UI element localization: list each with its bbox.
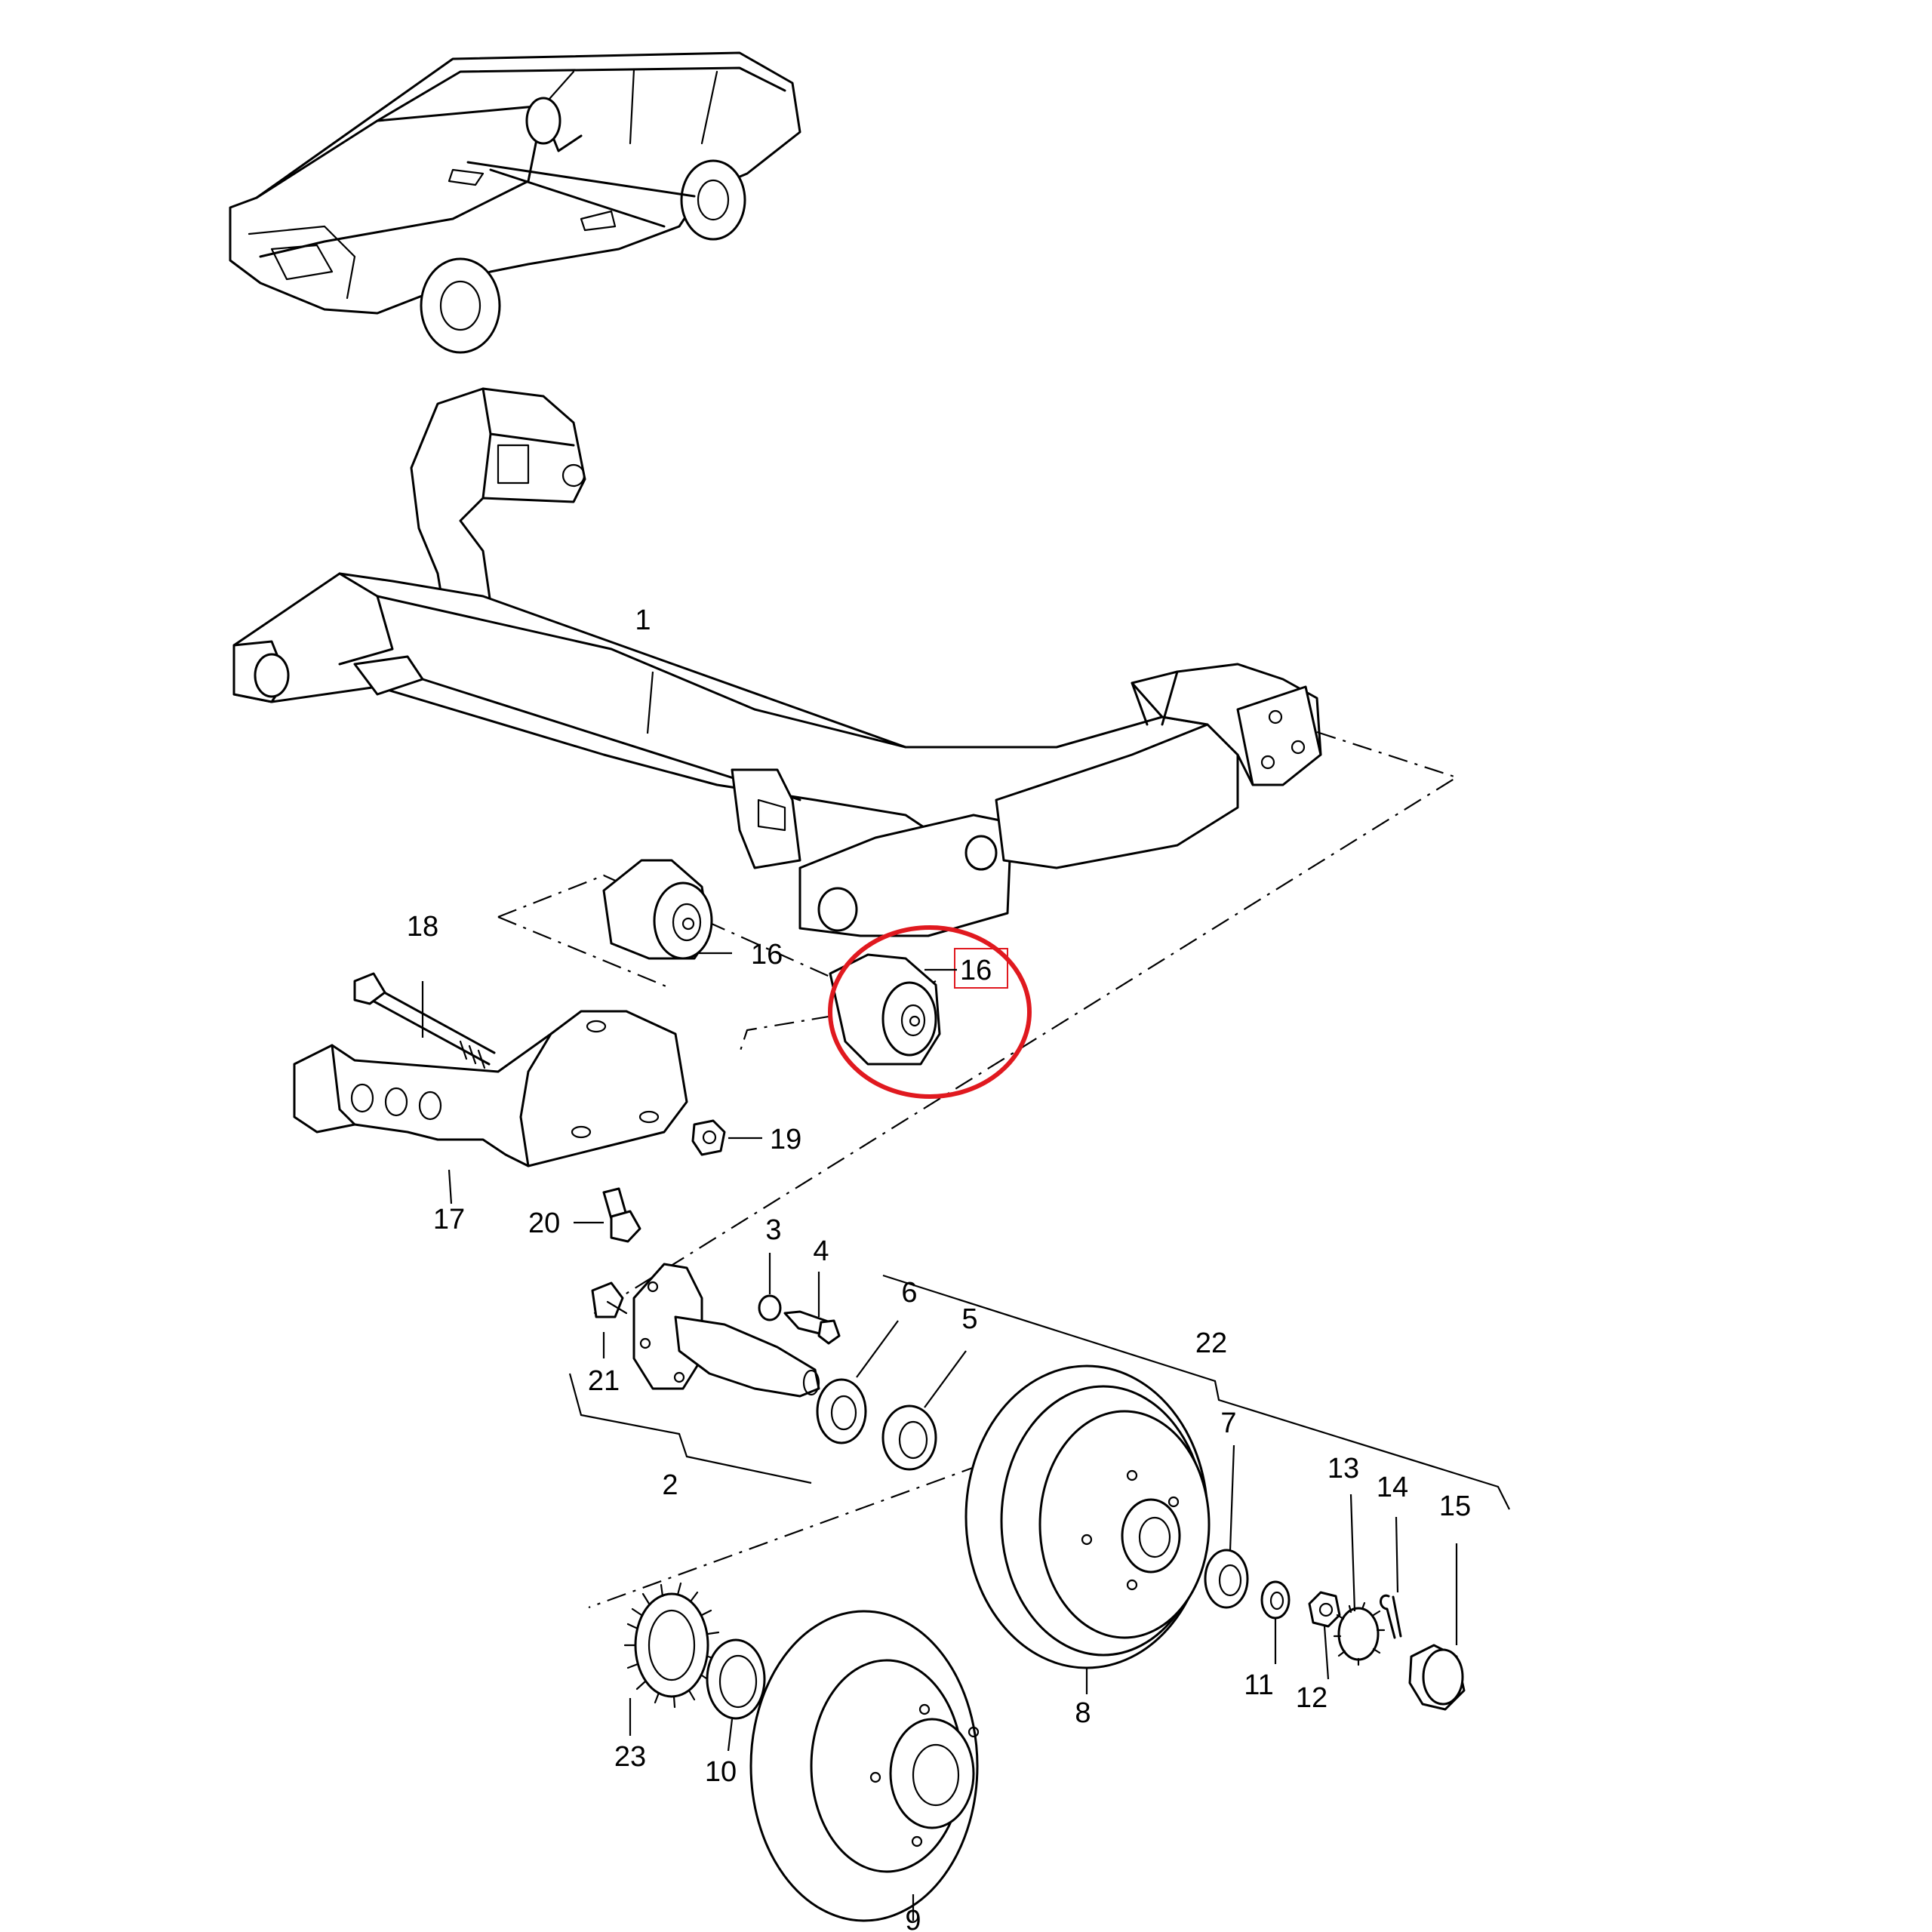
label-2: 2 bbox=[662, 1469, 678, 1501]
label-9: 9 bbox=[905, 1905, 921, 1932]
mounting-bracket bbox=[293, 1010, 688, 1168]
abs-sensor-ring bbox=[623, 1582, 720, 1709]
cotter-pin-14 bbox=[1380, 1594, 1402, 1639]
label-21: 21 bbox=[588, 1365, 620, 1397]
bolt-18 bbox=[353, 972, 496, 1069]
group-brackets bbox=[568, 1274, 1510, 1510]
bolt-4 bbox=[783, 1310, 841, 1345]
bearing-5 bbox=[881, 1404, 937, 1471]
bolt-21 bbox=[591, 1281, 628, 1318]
label-16b: 16 bbox=[960, 955, 992, 986]
nut-19 bbox=[691, 1119, 726, 1156]
label-6: 6 bbox=[901, 1277, 917, 1309]
label-1: 1 bbox=[635, 605, 651, 636]
label-8: 8 bbox=[1075, 1697, 1091, 1729]
highlight-label-box bbox=[954, 948, 1008, 989]
hub-cap-15 bbox=[1408, 1644, 1466, 1711]
seal-6 bbox=[816, 1378, 867, 1444]
label-19: 19 bbox=[770, 1124, 801, 1155]
label-11: 11 bbox=[1244, 1669, 1273, 1701]
brake-disc bbox=[749, 1610, 980, 1922]
label-7: 7 bbox=[1220, 1407, 1236, 1439]
bushing-left bbox=[602, 859, 713, 960]
label-3: 3 bbox=[765, 1214, 781, 1246]
label-17: 17 bbox=[433, 1204, 465, 1235]
callout-labels: 1 2 3 4 5 6 7 8 9 10 11 12 13 14 15 16 1… bbox=[407, 605, 1471, 1932]
stub-axle bbox=[632, 1263, 820, 1398]
highlight-circle bbox=[828, 925, 1032, 1099]
rear-axle-beam bbox=[232, 387, 1322, 937]
label-18: 18 bbox=[407, 911, 438, 943]
label-20: 20 bbox=[528, 1208, 560, 1239]
label-12: 12 bbox=[1296, 1682, 1327, 1714]
label-16a: 16 bbox=[751, 939, 783, 971]
label-10: 10 bbox=[705, 1756, 737, 1788]
washer-3 bbox=[758, 1294, 782, 1321]
label-15: 15 bbox=[1439, 1491, 1471, 1522]
bushing-right bbox=[829, 953, 941, 1066]
leader-lines bbox=[421, 671, 1458, 1921]
nut-12 bbox=[1308, 1591, 1341, 1628]
bearing-7 bbox=[1204, 1549, 1249, 1609]
seal-10 bbox=[706, 1638, 766, 1720]
brake-drum bbox=[964, 1364, 1211, 1669]
lock-ring-13 bbox=[1333, 1601, 1386, 1666]
label-22: 22 bbox=[1195, 1327, 1227, 1359]
label-14: 14 bbox=[1377, 1472, 1408, 1503]
label-13: 13 bbox=[1327, 1453, 1359, 1484]
washer-11 bbox=[1260, 1580, 1291, 1620]
label-23: 23 bbox=[614, 1741, 646, 1773]
bolt-20 bbox=[602, 1187, 641, 1243]
car-illustration bbox=[229, 51, 801, 354]
label-4: 4 bbox=[813, 1235, 829, 1267]
label-5: 5 bbox=[961, 1303, 977, 1335]
